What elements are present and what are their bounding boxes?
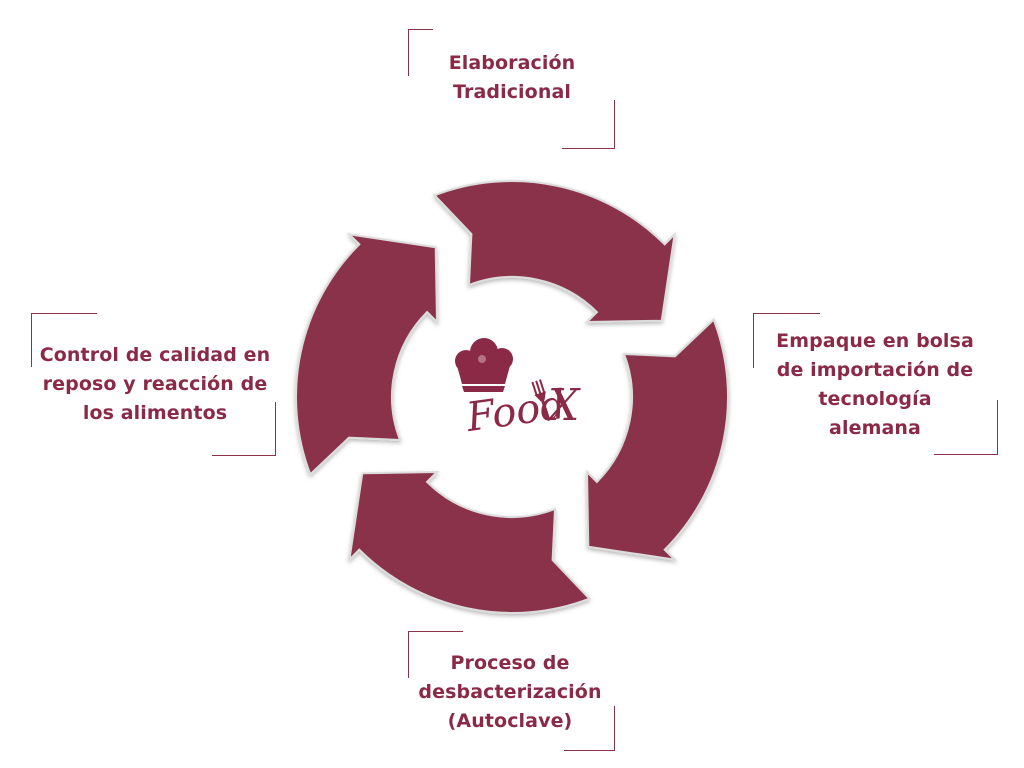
- step-left-label: Control de calidad en reposo y reacción …: [39, 344, 271, 424]
- arrow-bottom: [347, 470, 592, 614]
- foodx-logo: Food X: [455, 338, 581, 441]
- arrow-top: [432, 180, 677, 324]
- arrow-right: [585, 317, 729, 562]
- step-top-label: Elaboración Tradicional: [448, 52, 576, 103]
- chef-hat-icon: [455, 338, 513, 392]
- bracket-bottom-right-corner: [212, 402, 276, 456]
- logo-text-accent: X: [545, 380, 581, 431]
- step-bottom-label: Proceso de desbacterización (Autoclave): [418, 652, 602, 732]
- bracket-top-left-corner: [408, 631, 463, 678]
- bracket-bottom-right-corner: [562, 100, 615, 149]
- step-right-label: Empaque en bolsa de importación de tecno…: [776, 330, 974, 439]
- bracket-top-left-corner: [31, 313, 97, 367]
- cycle-arrows: [295, 180, 729, 614]
- bracket-bottom-right-corner: [934, 400, 998, 455]
- bracket-top-left-corner: [753, 313, 820, 368]
- bracket-top-left-corner: [408, 29, 433, 76]
- bracket-bottom-right-corner: [564, 706, 615, 751]
- arrow-left: [295, 232, 439, 477]
- fork-icon: [531, 379, 551, 421]
